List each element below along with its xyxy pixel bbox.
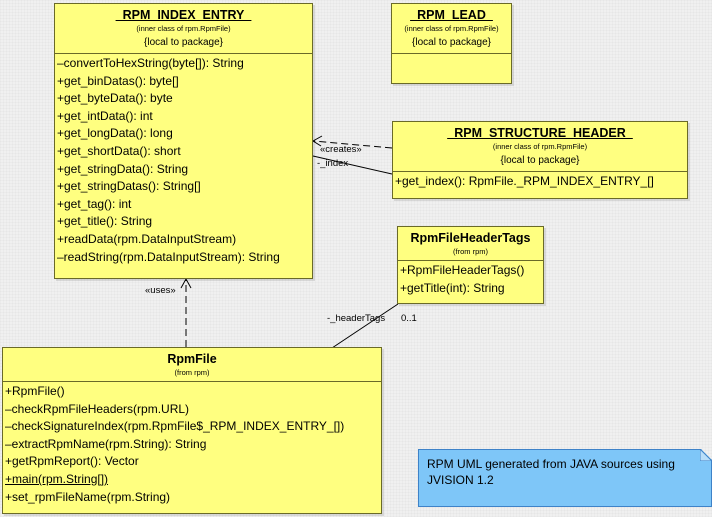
note-fold-corner — [700, 449, 712, 461]
note-text: RPM UML generated from JAVA sources usin… — [427, 457, 675, 487]
operations-compartment: +RpmFile() –checkRpmFileHeaders(rpm.URL)… — [3, 381, 381, 508]
creates-arrowhead — [312, 135, 323, 147]
creates-dependency-line[interactable] — [312, 140, 393, 149]
operation-item: +get_shortData(): short — [57, 143, 181, 158]
class-rpm-structure-header[interactable]: _RPM_STRUCTURE_HEADER_ (inner class of r… — [392, 121, 688, 199]
class-rpm-lead[interactable]: _RPM_LEAD_ (inner class of rpm.RpmFile) … — [391, 3, 512, 84]
class-scope: {local to package} — [144, 37, 223, 48]
operation-item: –readString(rpm.DataInputStream): String — [57, 249, 280, 264]
operation-item: +get_binDatas(): byte[] — [57, 73, 179, 88]
operation-item: +RpmFileHeaderTags() — [400, 263, 525, 277]
class-name: _RPM_STRUCTURE_HEADER_ — [447, 126, 633, 140]
operation-item: +get_tag(): int — [57, 196, 132, 211]
operation-item: +main(rpm.String[]) — [5, 471, 109, 486]
operation-item: +get_longData(): long — [57, 126, 173, 141]
index-association-line[interactable] — [312, 155, 393, 175]
index-role-label: -_index — [317, 158, 349, 169]
operation-item: +get_title(): String — [57, 214, 153, 229]
class-header: _RPM_INDEX_ENTRY_ (inner class of rpm.Rp… — [55, 4, 312, 53]
class-stereotype: (inner class of rpm.RpmFile) — [136, 24, 231, 33]
header-tags-role-label: -_headerTags — [327, 313, 386, 324]
class-stereotype: (from rpm) — [453, 247, 488, 256]
class-header: RpmFile (from rpm) — [3, 348, 381, 381]
operation-item: +get_stringDatas(): String[] — [57, 179, 201, 194]
class-scope: {local to package} — [500, 155, 580, 166]
operation-item: +readData(rpm.DataInputStream) — [57, 231, 237, 246]
class-stereotype: (inner class of rpm.RpmFile) — [404, 24, 499, 33]
class-stereotype: (from rpm) — [174, 368, 210, 377]
class-name: RpmFileHeaderTags — [410, 231, 531, 245]
operation-item: +get_byteData(): byte — [57, 91, 173, 106]
operations-compartment: +RpmFileHeaderTags() +getTitle(int): Str… — [398, 260, 543, 299]
class-name: _RPM_INDEX_ENTRY_ — [115, 8, 252, 22]
class-name: RpmFile — [167, 352, 217, 366]
operation-item: +get_intData(): int — [57, 108, 153, 123]
class-name: _RPM_LEAD_ — [410, 8, 493, 22]
operation-item: +set_rpmFileName(rpm.String) — [5, 489, 171, 504]
class-stereotype: (inner class of rpm.RpmFile) — [492, 142, 588, 151]
uses-label: «uses» — [145, 285, 176, 296]
creates-label: «creates» — [320, 144, 362, 155]
operations-compartment: –convertToHexString(byte[]): String +get… — [55, 53, 312, 268]
class-header: _RPM_STRUCTURE_HEADER_ (inner class of r… — [393, 122, 687, 171]
operations-compartment: +get_index(): RpmFile._RPM_INDEX_ENTRY_[… — [393, 171, 687, 193]
class-header: RpmFileHeaderTags (from rpm) — [398, 227, 543, 260]
header-tags-multiplicity: 0..1 — [401, 313, 417, 324]
operation-item: –convertToHexString(byte[]): String — [57, 56, 244, 70]
operation-item: +get_index(): RpmFile._RPM_INDEX_ENTRY_[… — [395, 174, 654, 188]
class-rpm-index-entry[interactable]: _RPM_INDEX_ENTRY_ (inner class of rpm.Rp… — [54, 3, 313, 279]
class-rpm-file-header-tags[interactable]: RpmFileHeaderTags (from rpm) +RpmFileHea… — [397, 226, 544, 304]
class-rpm-file[interactable]: RpmFile (from rpm) +RpmFile() –checkRpmF… — [2, 347, 382, 514]
note-box[interactable]: RPM UML generated from JAVA sources usin… — [418, 449, 712, 507]
operation-item: +getTitle(int): String — [400, 280, 505, 295]
header-tags-association-line[interactable] — [331, 303, 399, 349]
operation-item: –checkRpmFileHeaders(rpm.URL) — [5, 401, 190, 416]
class-scope: {local to package} — [412, 37, 491, 48]
operation-item: +RpmFile() — [5, 384, 65, 398]
operation-item: –extractRpmName(rpm.String): String — [5, 436, 207, 451]
operation-item: –checkSignatureIndex(rpm.RpmFile$_RPM_IN… — [5, 419, 345, 434]
operations-compartment — [392, 53, 511, 72]
operation-item: +getRpmReport(): Vector — [5, 454, 139, 469]
class-header: _RPM_LEAD_ (inner class of rpm.RpmFile) … — [392, 4, 511, 53]
operation-item: +get_stringData(): String — [57, 161, 189, 176]
uses-arrowhead — [180, 277, 192, 289]
